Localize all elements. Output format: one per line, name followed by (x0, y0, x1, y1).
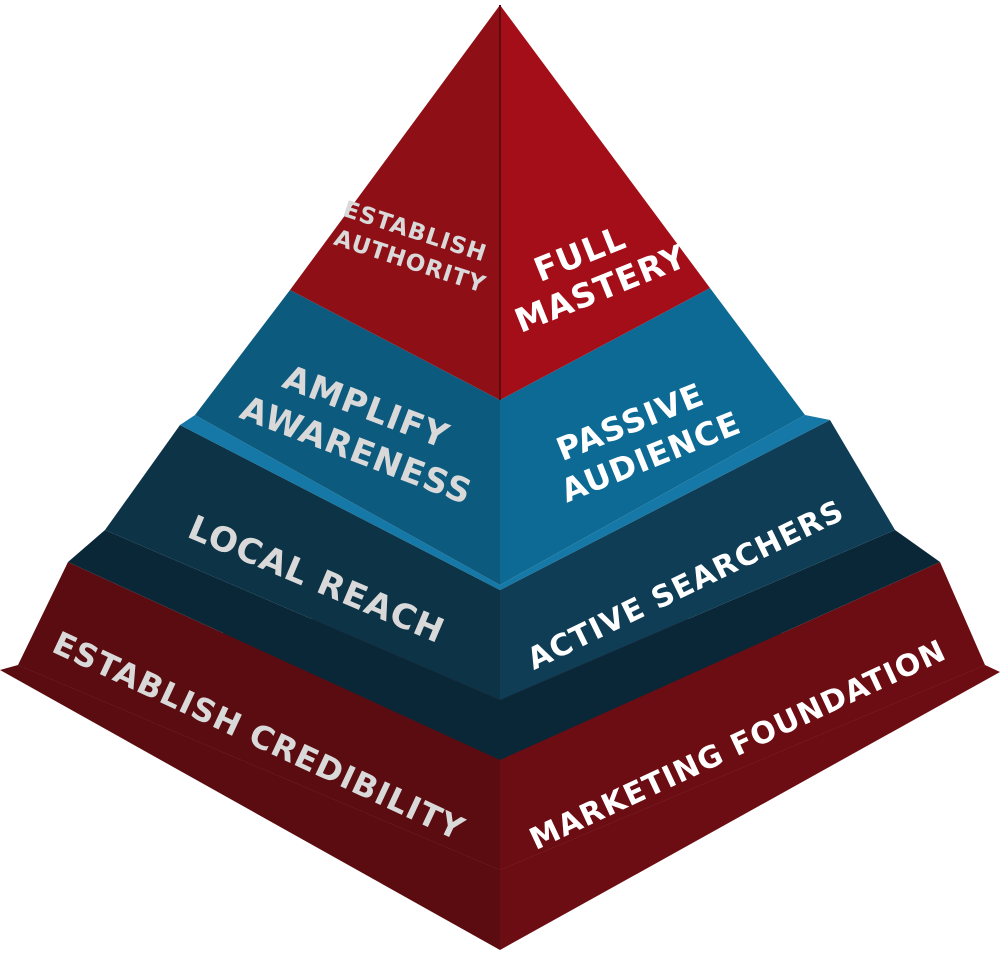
tier-top-right-face (500, 5, 710, 400)
tier-top-left-face (290, 5, 500, 400)
tier-third-right-main (500, 420, 895, 700)
tier-second-left-main (195, 290, 500, 585)
tier-bottom-back-right (500, 562, 985, 870)
tier-second-right-edge (500, 415, 830, 590)
tier-second (180, 288, 830, 590)
tier-third-left-main (105, 425, 500, 700)
tier-bottom-right-face (500, 665, 1000, 950)
tier-top (290, 5, 710, 400)
tier-third-right-face-edge (500, 530, 940, 760)
tier-bottom-left-face (0, 665, 500, 950)
tier-second-left-edge (180, 415, 500, 590)
tier-bottom-back-left (18, 562, 500, 870)
tier-third-left-face (68, 530, 500, 760)
tier-third (68, 420, 940, 760)
tier-second-right-main (500, 288, 805, 585)
